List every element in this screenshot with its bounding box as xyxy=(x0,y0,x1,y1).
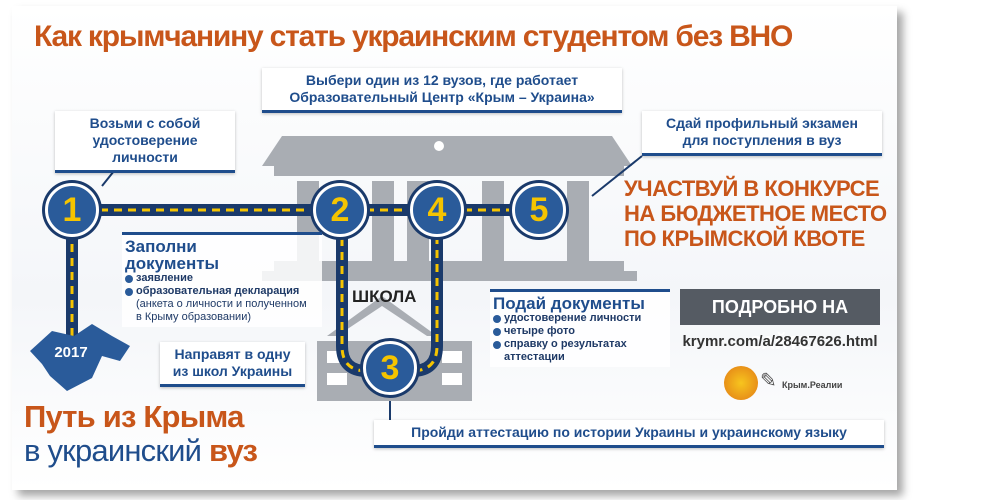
krym-realii-logo-text: Крым.Реалии xyxy=(782,380,843,390)
university-building-icon xyxy=(262,136,637,281)
submit-documents-block: Подай документы удостоверение личности ч… xyxy=(490,289,670,367)
contest-line: НА БЮДЖЕТНОЕ МЕСТО xyxy=(624,201,887,226)
fill-documents-block: Заполни документы заявление образователь… xyxy=(122,232,322,327)
krymskaya-logo xyxy=(724,366,758,400)
take-exam-box: Сдай профильный экзамен для поступления … xyxy=(642,111,882,156)
box-line: Сдай профильный экзамен xyxy=(665,115,858,131)
page-title: Как крымчанину стать украинским студенто… xyxy=(34,20,793,53)
school-label: ШКОЛА xyxy=(352,287,417,306)
box-line: из школ Украины xyxy=(172,363,293,379)
more-info-link[interactable]: krymr.com/a/28467626.html xyxy=(682,333,878,350)
list-note: в Крыму образовании) xyxy=(136,311,252,323)
box-line: Выбери один из 12 вузов, где работает xyxy=(305,72,579,88)
box-line: удостоверение личности xyxy=(92,132,198,165)
year-label: 2017 xyxy=(54,344,88,361)
infographic-card: Как крымчанину стать украинским студенто… xyxy=(12,6,897,490)
box-line: для поступления в вуз xyxy=(682,132,842,148)
more-info-label: ПОДРОБНО НА САЙТЕ xyxy=(680,289,880,353)
list-item: образовательная декларация xyxy=(125,285,319,298)
box-line: Направят в одну xyxy=(174,346,291,362)
school-assignment-box: Направят в одну из школ Украины xyxy=(160,342,305,387)
contest-line: УЧАСТВУЙ В КОНКУРСЕ xyxy=(624,176,880,201)
take-id-box: Возьми с собой удостоверение личности xyxy=(55,111,235,173)
list-item: удостоверение личности xyxy=(493,312,667,325)
attestation-box: Пройди аттестацию по истории Украины и у… xyxy=(374,420,884,448)
crimea-map-icon xyxy=(30,324,130,391)
step-3-circle: 3 xyxy=(363,341,417,395)
choose-university-box: Выбери один из 12 вузов, где работает Об… xyxy=(262,68,622,113)
box-line: Возьми с собой xyxy=(89,115,201,131)
path-title-accent: вуз xyxy=(208,433,258,468)
step-5-circle: 5 xyxy=(512,183,566,237)
path-title-line2: в украинский xyxy=(24,433,209,468)
fill-docs-heading: Заполни xyxy=(125,237,197,256)
list-item: четыре фото xyxy=(493,325,667,338)
submit-docs-heading: Подай документы xyxy=(493,294,645,313)
path-title-line1: Путь из Крыма xyxy=(24,399,244,434)
step-1-circle: 1 xyxy=(45,183,99,237)
krym-realii-logo-icon: ✎ xyxy=(760,370,777,392)
list-item: заявление xyxy=(125,272,319,285)
path-title: Путь из Крыма в украинский вуз xyxy=(24,399,258,468)
step-4-circle: 4 xyxy=(410,183,464,237)
step-2-circle: 2 xyxy=(313,183,367,237)
contest-text: УЧАСТВУЙ В КОНКУРСЕ НА БЮДЖЕТНОЕ МЕСТО П… xyxy=(624,176,887,251)
contest-line: ПО КРЫМСКОЙ КВОТЕ xyxy=(624,226,865,251)
list-item: справку о результатах аттестации xyxy=(493,338,667,364)
fill-docs-heading: документы xyxy=(125,254,220,273)
box-line: Образовательный Центр «Крым – Украина» xyxy=(289,89,595,105)
list-note: (анкета о личности и полученном xyxy=(136,298,307,310)
